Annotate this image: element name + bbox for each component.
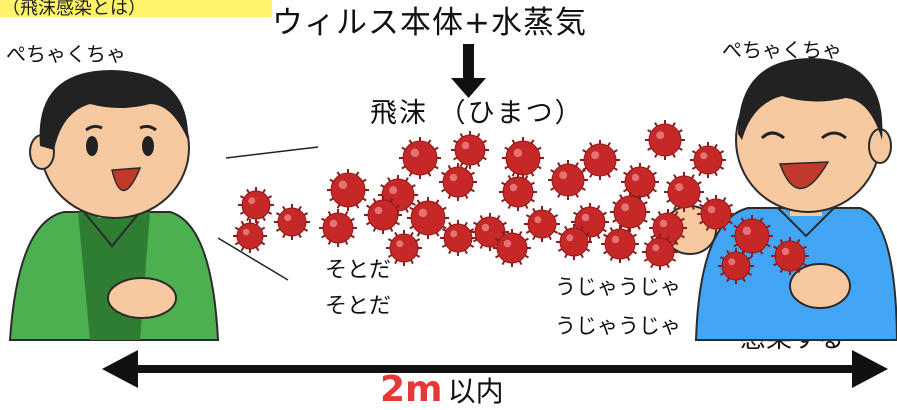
- virus-particle: [580, 140, 620, 180]
- virus-particle: [664, 172, 704, 212]
- virus-particle: [238, 187, 274, 223]
- left-murmur-2: そとだ: [325, 294, 392, 319]
- speech-line-lower: [217, 237, 289, 281]
- virus-particle: [451, 131, 489, 169]
- right-person: [663, 58, 897, 341]
- virus-particle: [645, 120, 685, 160]
- virus-particle: [493, 229, 531, 267]
- right-murmur-2: うじゃうじゃ: [555, 314, 681, 338]
- distance-value: 2m: [380, 369, 443, 410]
- virus-particle: [319, 209, 357, 247]
- virus-particle: [364, 196, 402, 234]
- virus-particle: [621, 163, 659, 201]
- virus-particle: [378, 175, 418, 215]
- down-arrow-icon: [451, 44, 486, 98]
- virus-particle: [571, 203, 609, 241]
- virus-particle: [440, 220, 476, 256]
- virus-particle: [718, 248, 754, 284]
- speech-line-upper: [225, 146, 319, 159]
- infected-label: 感染する: [740, 324, 845, 354]
- virus-particle: [556, 224, 592, 260]
- virus-particle: [610, 192, 650, 232]
- virus-particle: [690, 142, 726, 178]
- virus-particle: [399, 137, 441, 179]
- virus-particle: [771, 237, 809, 275]
- virus-particle: [524, 206, 560, 242]
- virus-particle: [386, 230, 422, 266]
- virus-particle: [439, 163, 477, 201]
- virus-particle: [471, 213, 509, 251]
- virus-particle: [233, 219, 267, 253]
- virus-particle: [274, 204, 310, 240]
- distance-suffix: 以内: [447, 375, 504, 408]
- virus-particle: [502, 137, 544, 179]
- virus-particle: [697, 195, 735, 233]
- virus-particle: [407, 197, 449, 239]
- header-highlight: （飛沫感染とは）: [0, 0, 272, 19]
- virus-droplet-cloud: [233, 120, 809, 284]
- left-speaker-label: ぺちゃくちゃ: [6, 42, 126, 66]
- virus-particle: [601, 225, 639, 263]
- right-murmur-1: うじゃうじゃ: [555, 275, 681, 299]
- top-label: ウィルス本体+水蒸気: [272, 5, 587, 41]
- distance-label: 2m 以内: [380, 372, 504, 408]
- left-person: [8, 70, 220, 341]
- droplet-label: 飛沫 （ひまつ）: [370, 98, 584, 129]
- virus-particle: [642, 234, 678, 270]
- left-murmur-1: そとだ: [325, 258, 392, 283]
- virus-particle: [731, 215, 773, 257]
- virus-particle: [548, 160, 588, 200]
- virus-particle: [327, 169, 369, 211]
- virus-particle: [649, 209, 687, 247]
- virus-particle: [499, 173, 537, 211]
- header-tag: （飛沫感染とは）: [2, 0, 146, 19]
- right-speaker-label: ぺちゃくちゃ: [722, 38, 842, 62]
